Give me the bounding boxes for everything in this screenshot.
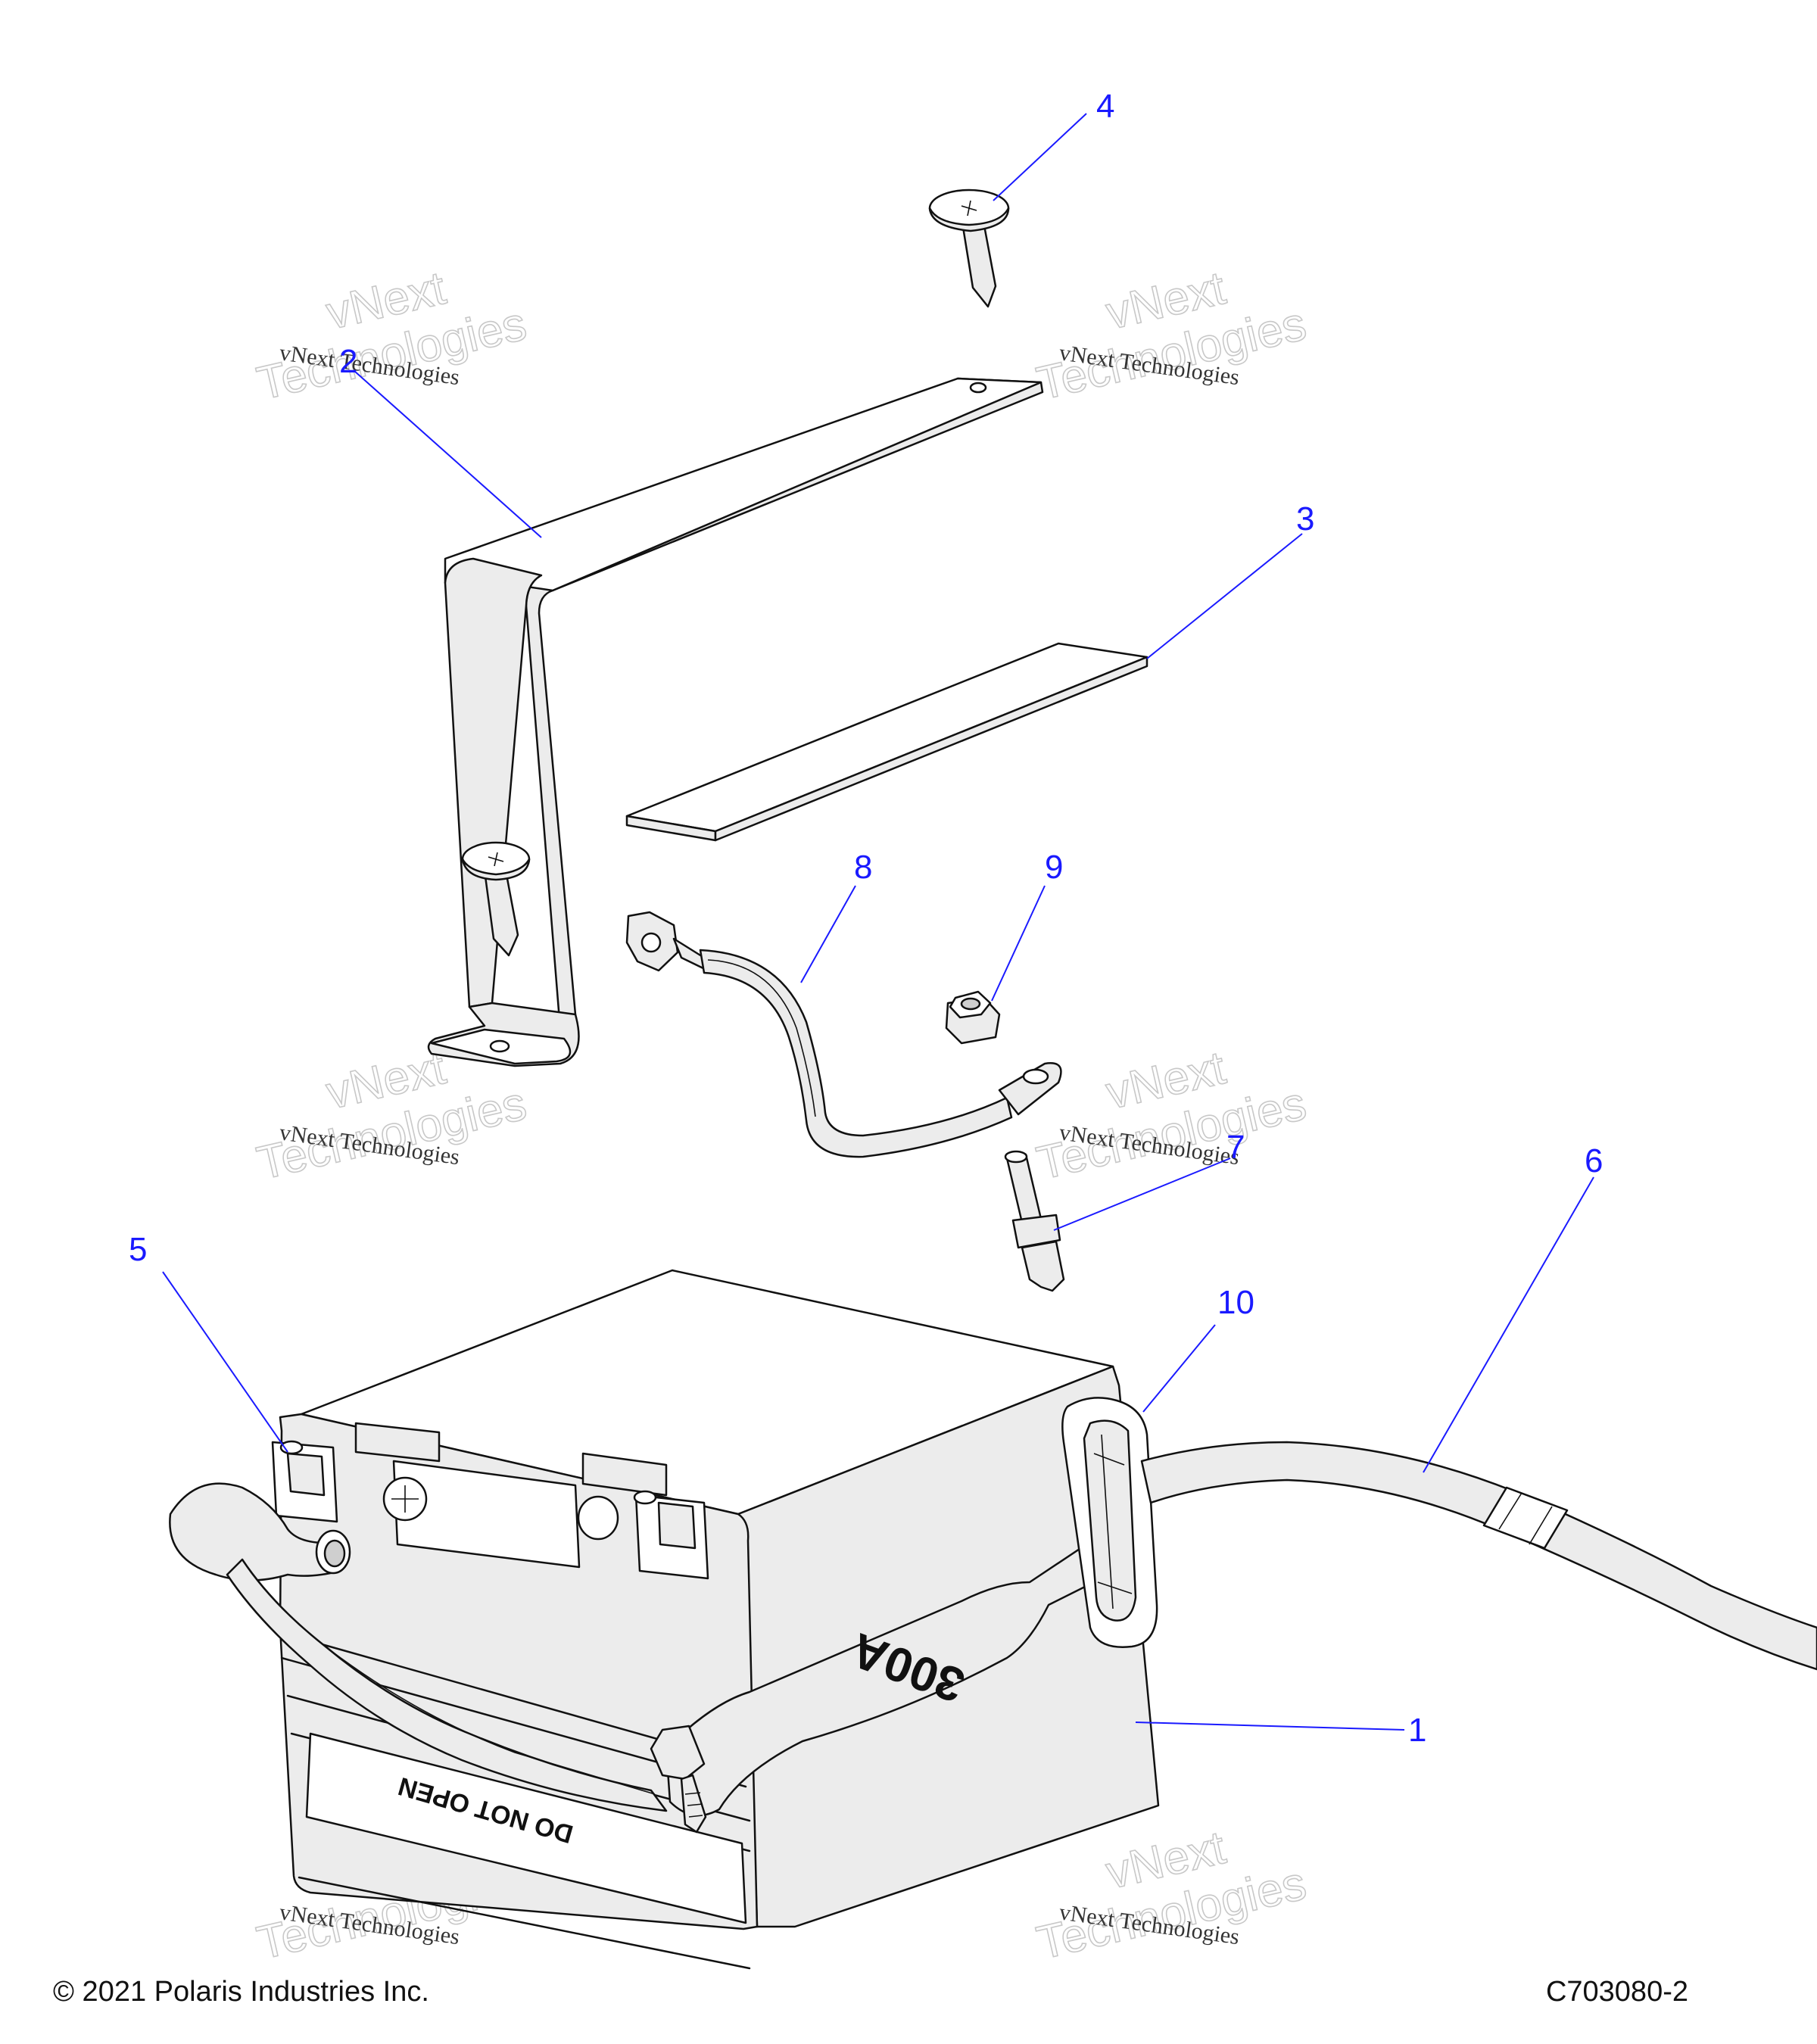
callout-9: 9 xyxy=(1045,849,1063,886)
figure-id: C703080-2 xyxy=(1545,1976,1688,2008)
part-positive-boot xyxy=(169,1482,668,1812)
callout-2: 2 xyxy=(339,343,357,380)
callout-numbers: 4 2 3 8 9 7 6 10 5 1 xyxy=(129,88,1603,1749)
part-bracket xyxy=(427,377,1044,1067)
callout-5: 5 xyxy=(129,1231,147,1268)
leader-9 xyxy=(991,885,1046,1002)
callout-7: 7 xyxy=(1226,1129,1245,1166)
callout-3: 3 xyxy=(1296,500,1314,537)
leader-7 xyxy=(1053,1158,1231,1231)
watermark: vNext Technologies xyxy=(252,261,532,410)
leader-8 xyxy=(800,885,856,983)
part-bolt xyxy=(1004,1150,1065,1292)
copyright-text: © 2021 Polaris Industries Inc. xyxy=(53,1976,429,2008)
leader-1 xyxy=(1135,1722,1405,1731)
leader-6 xyxy=(1423,1176,1594,1473)
part-ground-cable xyxy=(625,911,1062,1158)
leader-lines xyxy=(162,113,1594,1731)
part-fuse-cable: 300A xyxy=(650,1397,1817,1834)
leader-10 xyxy=(1142,1324,1216,1413)
part-pad xyxy=(625,642,1148,842)
leader-5 xyxy=(162,1271,288,1453)
leader-2 xyxy=(354,370,542,538)
leader-3 xyxy=(1146,533,1303,659)
part-nut xyxy=(945,990,1001,1045)
leader-4 xyxy=(993,113,1087,201)
watermark: vNext Technologies xyxy=(1032,1041,1312,1190)
callout-8: 8 xyxy=(854,849,872,886)
callout-1: 1 xyxy=(1408,1712,1426,1749)
watermark: vNext Technologies xyxy=(1032,261,1312,410)
callout-10: 10 xyxy=(1217,1284,1254,1321)
callout-6: 6 xyxy=(1585,1142,1603,1179)
part-screw-top xyxy=(928,189,1010,308)
callout-4: 4 xyxy=(1096,88,1114,125)
